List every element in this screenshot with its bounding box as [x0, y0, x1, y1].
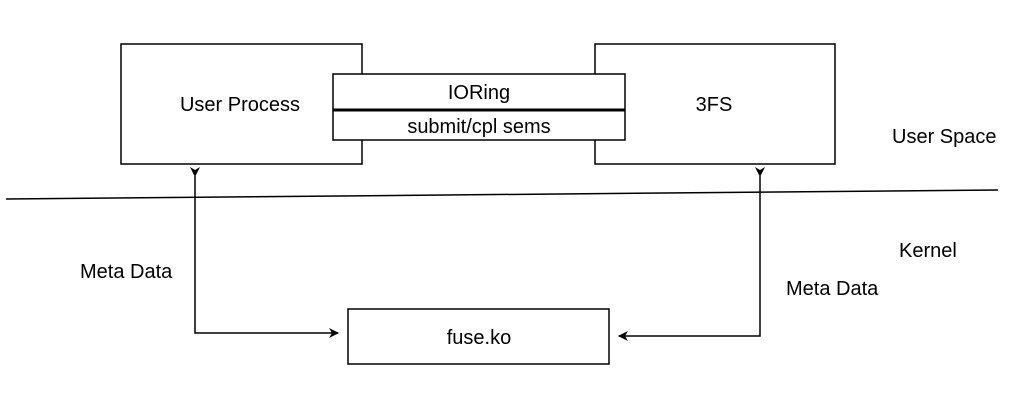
user-process-node: User Process: [120, 43, 363, 165]
user-space-label: User Space: [892, 126, 997, 148]
meta-data-right-label: Meta Data: [786, 278, 879, 300]
ioring-box: [332, 73, 626, 141]
user-process-box: [120, 43, 363, 165]
3fs-label: 3FS: [696, 94, 733, 116]
3fs-box: [594, 43, 836, 165]
kernel-label: Kernel: [899, 240, 957, 262]
right-meta-data-connector: [618, 167, 765, 341]
3fs-node: 3FS: [594, 43, 836, 165]
ioring-node: IORing submit/cpl sems: [332, 73, 626, 141]
fuse-node: fuse.ko: [347, 308, 610, 365]
fuse-box: [347, 308, 610, 365]
ioring-label: IORing: [448, 82, 510, 104]
user-process-label: User Process: [180, 94, 300, 116]
left-meta-data-connector: [190, 167, 339, 338]
sems-label: submit/cpl sems: [407, 116, 550, 138]
user-kernel-boundary: [5, 189, 999, 200]
fuse-label: fuse.ko: [447, 327, 511, 349]
meta-data-left-label: Meta Data: [80, 261, 173, 283]
